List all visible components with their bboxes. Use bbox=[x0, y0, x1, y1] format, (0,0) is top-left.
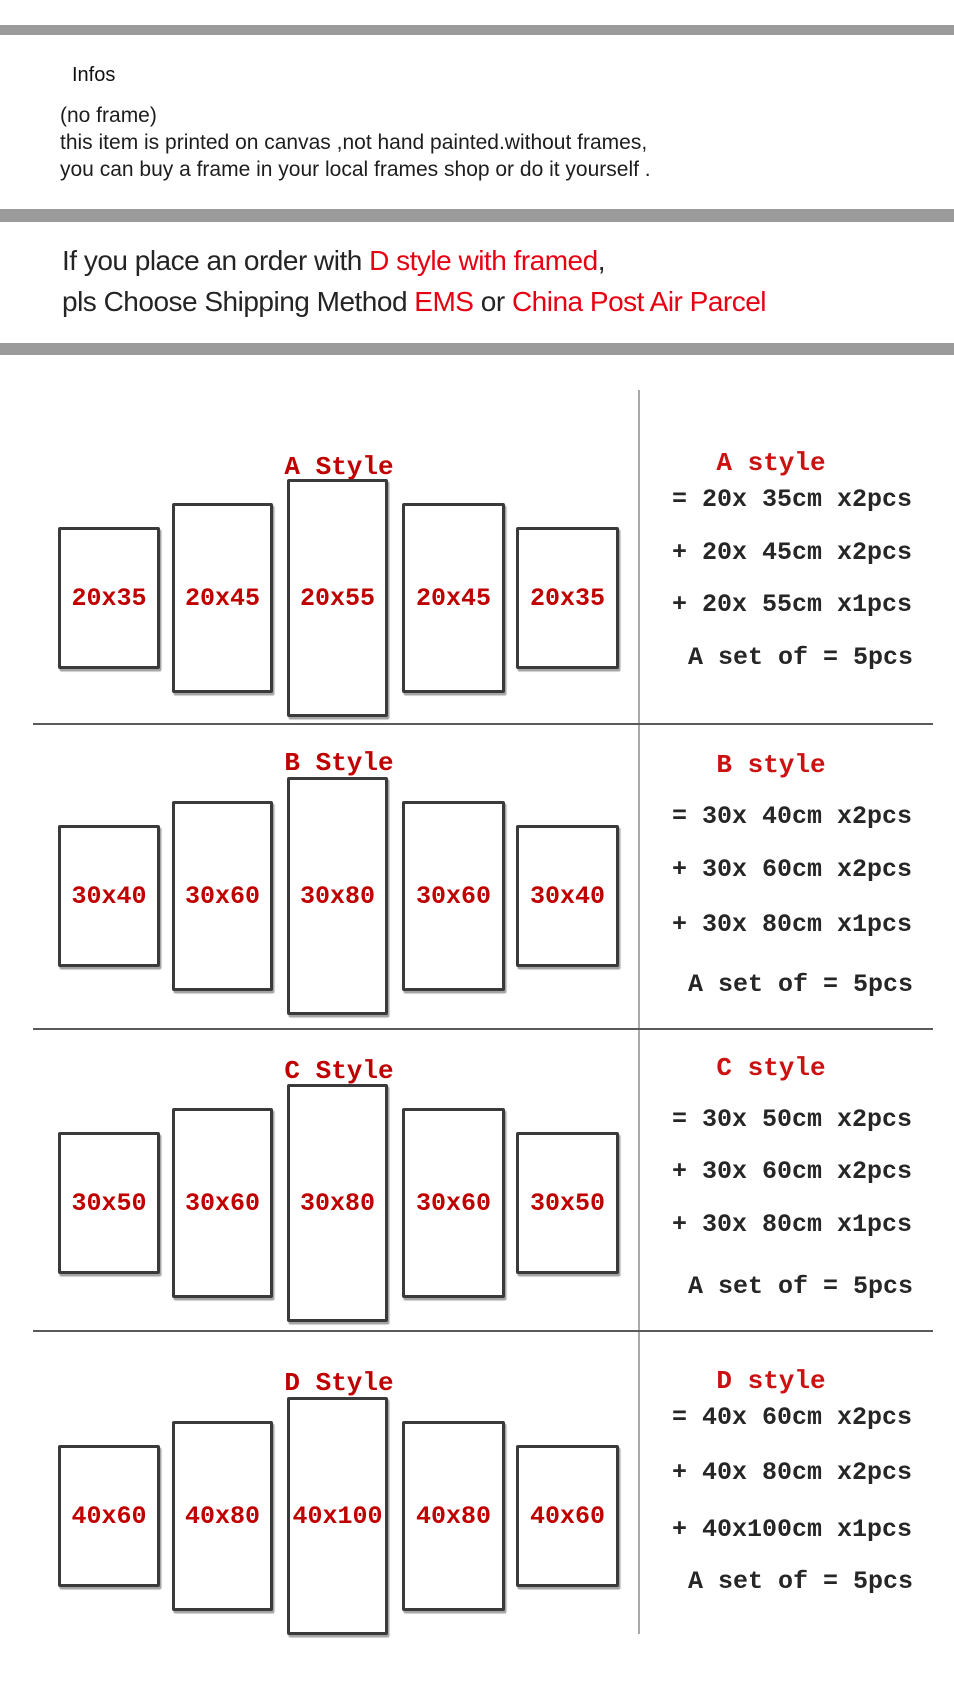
size-line: + 20x 45cm x2pcs bbox=[672, 538, 913, 567]
infos-heading: Infos bbox=[72, 64, 116, 86]
style-title-b: B Style bbox=[284, 748, 394, 778]
panel-size-label: 40x80 bbox=[184, 1501, 260, 1531]
canvas-panel: 30x60 bbox=[172, 801, 273, 991]
canvas-panel: 40x80 bbox=[172, 1421, 273, 1611]
size-line: + 40x 80cm x2pcs bbox=[672, 1458, 913, 1487]
panel-size-label: 20x55 bbox=[299, 583, 375, 613]
canvas-panel: 20x45 bbox=[172, 503, 273, 693]
panel-size-label: 30x60 bbox=[184, 881, 260, 911]
size-list-title-d: D style bbox=[716, 1366, 826, 1396]
size-line: + 30x 80cm x1pcs bbox=[672, 1210, 913, 1239]
panel-size-label: 30x50 bbox=[71, 1188, 147, 1218]
lower-divider-bar bbox=[0, 343, 954, 355]
canvas-panel: 40x100 bbox=[287, 1397, 388, 1635]
panel-size-label: 30x60 bbox=[415, 1188, 491, 1218]
panel-size-label: 40x80 bbox=[415, 1501, 491, 1531]
notice-text: or bbox=[473, 286, 512, 317]
notice-text: pls Choose Shipping Method bbox=[62, 286, 415, 317]
no-frame-note: (no frame) bbox=[60, 104, 157, 127]
canvas-panel: 40x60 bbox=[516, 1445, 619, 1587]
section-divider bbox=[33, 1330, 933, 1332]
panel-size-label: 30x80 bbox=[299, 1188, 375, 1218]
canvas-panel: 30x50 bbox=[516, 1132, 619, 1274]
size-line: + 30x 80cm x1pcs bbox=[672, 910, 913, 939]
style-title-a: A Style bbox=[284, 452, 394, 482]
panel-size-label: 20x35 bbox=[529, 583, 605, 613]
canvas-panel: 30x60 bbox=[402, 1108, 505, 1298]
size-line: = 40x 60cm x2pcs bbox=[672, 1403, 913, 1432]
panel-size-label: 40x60 bbox=[529, 1501, 605, 1531]
canvas-panel: 30x80 bbox=[287, 777, 388, 1015]
canvas-panel: 30x60 bbox=[402, 801, 505, 991]
canvas-panel: 20x35 bbox=[516, 527, 619, 669]
canvas-panel: 30x40 bbox=[58, 825, 160, 967]
panel-size-label: 30x40 bbox=[71, 881, 147, 911]
set-total-line: A set of = 5pcs bbox=[688, 1272, 914, 1301]
section-divider bbox=[33, 1028, 933, 1030]
section-divider bbox=[33, 723, 933, 725]
shipping-notice-line-1: If you place an order with D style with … bbox=[62, 245, 606, 277]
canvas-panel: 30x80 bbox=[287, 1084, 388, 1322]
canvas-panel: 20x55 bbox=[287, 479, 388, 717]
panel-size-label: 20x35 bbox=[71, 583, 147, 613]
set-total-line: A set of = 5pcs bbox=[688, 1567, 914, 1596]
notice-text: If you place an order with bbox=[62, 245, 370, 276]
canvas-panel: 20x45 bbox=[402, 503, 505, 693]
size-line: + 40x100cm x1pcs bbox=[672, 1515, 913, 1544]
set-total-line: A set of = 5pcs bbox=[688, 970, 914, 999]
panel-size-label: 30x60 bbox=[415, 881, 491, 911]
panel-size-label: 20x45 bbox=[184, 583, 260, 613]
style-title-d: D Style bbox=[284, 1368, 394, 1398]
notice-highlight-china-post: China Post Air Parcel bbox=[511, 286, 767, 317]
canvas-panel: 30x40 bbox=[516, 825, 619, 967]
size-line: + 30x 60cm x2pcs bbox=[672, 855, 913, 884]
description-line-1: this item is printed on canvas ,not hand… bbox=[60, 131, 648, 154]
size-list-title-a: A style bbox=[716, 448, 826, 478]
set-total-line: A set of = 5pcs bbox=[688, 643, 914, 672]
size-line: = 30x 50cm x2pcs bbox=[672, 1105, 913, 1134]
canvas-panel: 40x60 bbox=[58, 1445, 160, 1587]
description-line-2: you can buy a frame in your local frames… bbox=[60, 158, 651, 181]
panel-size-label: 20x45 bbox=[415, 583, 491, 613]
size-line: + 30x 60cm x2pcs bbox=[672, 1157, 913, 1186]
panel-size-label: 30x40 bbox=[529, 881, 605, 911]
notice-highlight-ems: EMS bbox=[414, 286, 474, 317]
shipping-notice-line-2: pls Choose Shipping Method EMS or China … bbox=[62, 286, 767, 318]
canvas-panel: 30x50 bbox=[58, 1132, 160, 1274]
size-line: + 20x 55cm x1pcs bbox=[672, 590, 913, 619]
notice-highlight-d-style: D style with framed bbox=[369, 245, 598, 276]
style-title-c: C Style bbox=[284, 1056, 394, 1086]
size-list-title-c: C style bbox=[716, 1053, 826, 1083]
size-line: = 30x 40cm x2pcs bbox=[672, 802, 913, 831]
canvas-panel: 40x80 bbox=[402, 1421, 505, 1611]
size-line: = 20x 35cm x2pcs bbox=[672, 485, 913, 514]
panel-size-label: 40x60 bbox=[71, 1501, 147, 1531]
top-divider-bar bbox=[0, 25, 954, 35]
canvas-panel: 20x35 bbox=[58, 527, 160, 669]
canvas-panel: 30x60 bbox=[172, 1108, 273, 1298]
size-list-title-b: B style bbox=[716, 750, 826, 780]
panel-size-label: 30x50 bbox=[529, 1188, 605, 1218]
vertical-divider bbox=[638, 390, 640, 1634]
panel-size-label: 30x80 bbox=[299, 881, 375, 911]
mid-divider-bar bbox=[0, 209, 954, 222]
panel-size-label: 40x100 bbox=[292, 1501, 383, 1531]
panel-size-label: 30x60 bbox=[184, 1188, 260, 1218]
notice-comma: , bbox=[597, 245, 606, 276]
